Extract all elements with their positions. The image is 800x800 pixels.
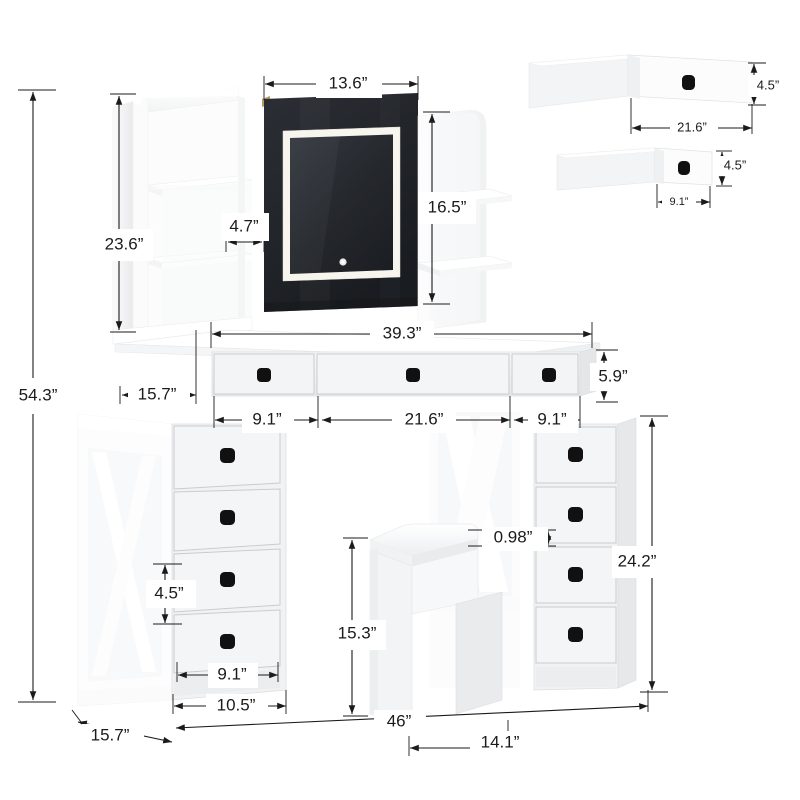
- knob: [542, 368, 556, 382]
- label-left-drawer-height: 4.5”: [154, 583, 184, 602]
- label-top-drawer-left-width: 9.1”: [252, 409, 282, 428]
- label-left-cabinet-depth: 15.7”: [91, 725, 130, 744]
- knob: [220, 448, 235, 463]
- label-shelf-depth: 4.7”: [229, 216, 259, 235]
- knob: [568, 567, 583, 582]
- label-top-drawer-height: 5.9”: [598, 366, 628, 385]
- label-mirror-height: 16.5”: [428, 197, 467, 216]
- label-stool-width: 14.1”: [481, 732, 520, 751]
- dimension-labels: 54.3” 23.6” 4.7” 13.6” 16.5” 39.3” 5.9” …: [19, 73, 780, 751]
- label-left-drawer-width: 9.1”: [217, 664, 247, 683]
- knob: [220, 572, 235, 587]
- label-right-cabinet-height: 24.2”: [618, 551, 657, 570]
- dimension-lines: [10, 62, 788, 756]
- knob: [682, 75, 695, 90]
- knob: [678, 161, 690, 175]
- detail-small-drawer: [556, 147, 713, 191]
- right-cabinet: [533, 417, 637, 691]
- label-overall-height: 54.3”: [19, 385, 58, 404]
- label-top-drawer-right-width: 9.1”: [537, 409, 567, 428]
- label-top-drawer-center-width: 21.6”: [405, 409, 444, 428]
- knob: [568, 447, 583, 462]
- label-stool-height: 15.3”: [338, 623, 377, 642]
- label-hutch-side-depth: 15.7”: [138, 384, 177, 403]
- left-cabinet: [77, 413, 287, 707]
- label-stool-cushion: 0.98”: [494, 527, 533, 546]
- label-big-drawer-width: 21.6”: [677, 119, 707, 134]
- label-footprint-width: 46”: [387, 711, 412, 730]
- knob: [406, 368, 420, 382]
- label-left-cabinet-front-width: 10.5”: [217, 695, 256, 714]
- knob: [220, 634, 235, 649]
- knob: [568, 627, 583, 642]
- label-small-drawer-width: 9.1”: [670, 196, 689, 208]
- label-big-drawer-height: 4.5”: [757, 77, 779, 92]
- knob: [220, 510, 235, 525]
- label-desktop-width: 39.3”: [383, 323, 422, 342]
- hutch-left-shelving: [112, 87, 253, 345]
- desktop-drawer-bank: [211, 347, 597, 397]
- knob: [568, 507, 583, 522]
- label-mirror-width: 13.6”: [329, 73, 368, 92]
- detail-big-drawer: [528, 54, 753, 109]
- knob: [257, 368, 271, 382]
- mirror-panel: [262, 93, 418, 312]
- label-hutch-height: 23.6”: [105, 234, 144, 253]
- label-small-drawer-height: 4.5”: [724, 157, 746, 172]
